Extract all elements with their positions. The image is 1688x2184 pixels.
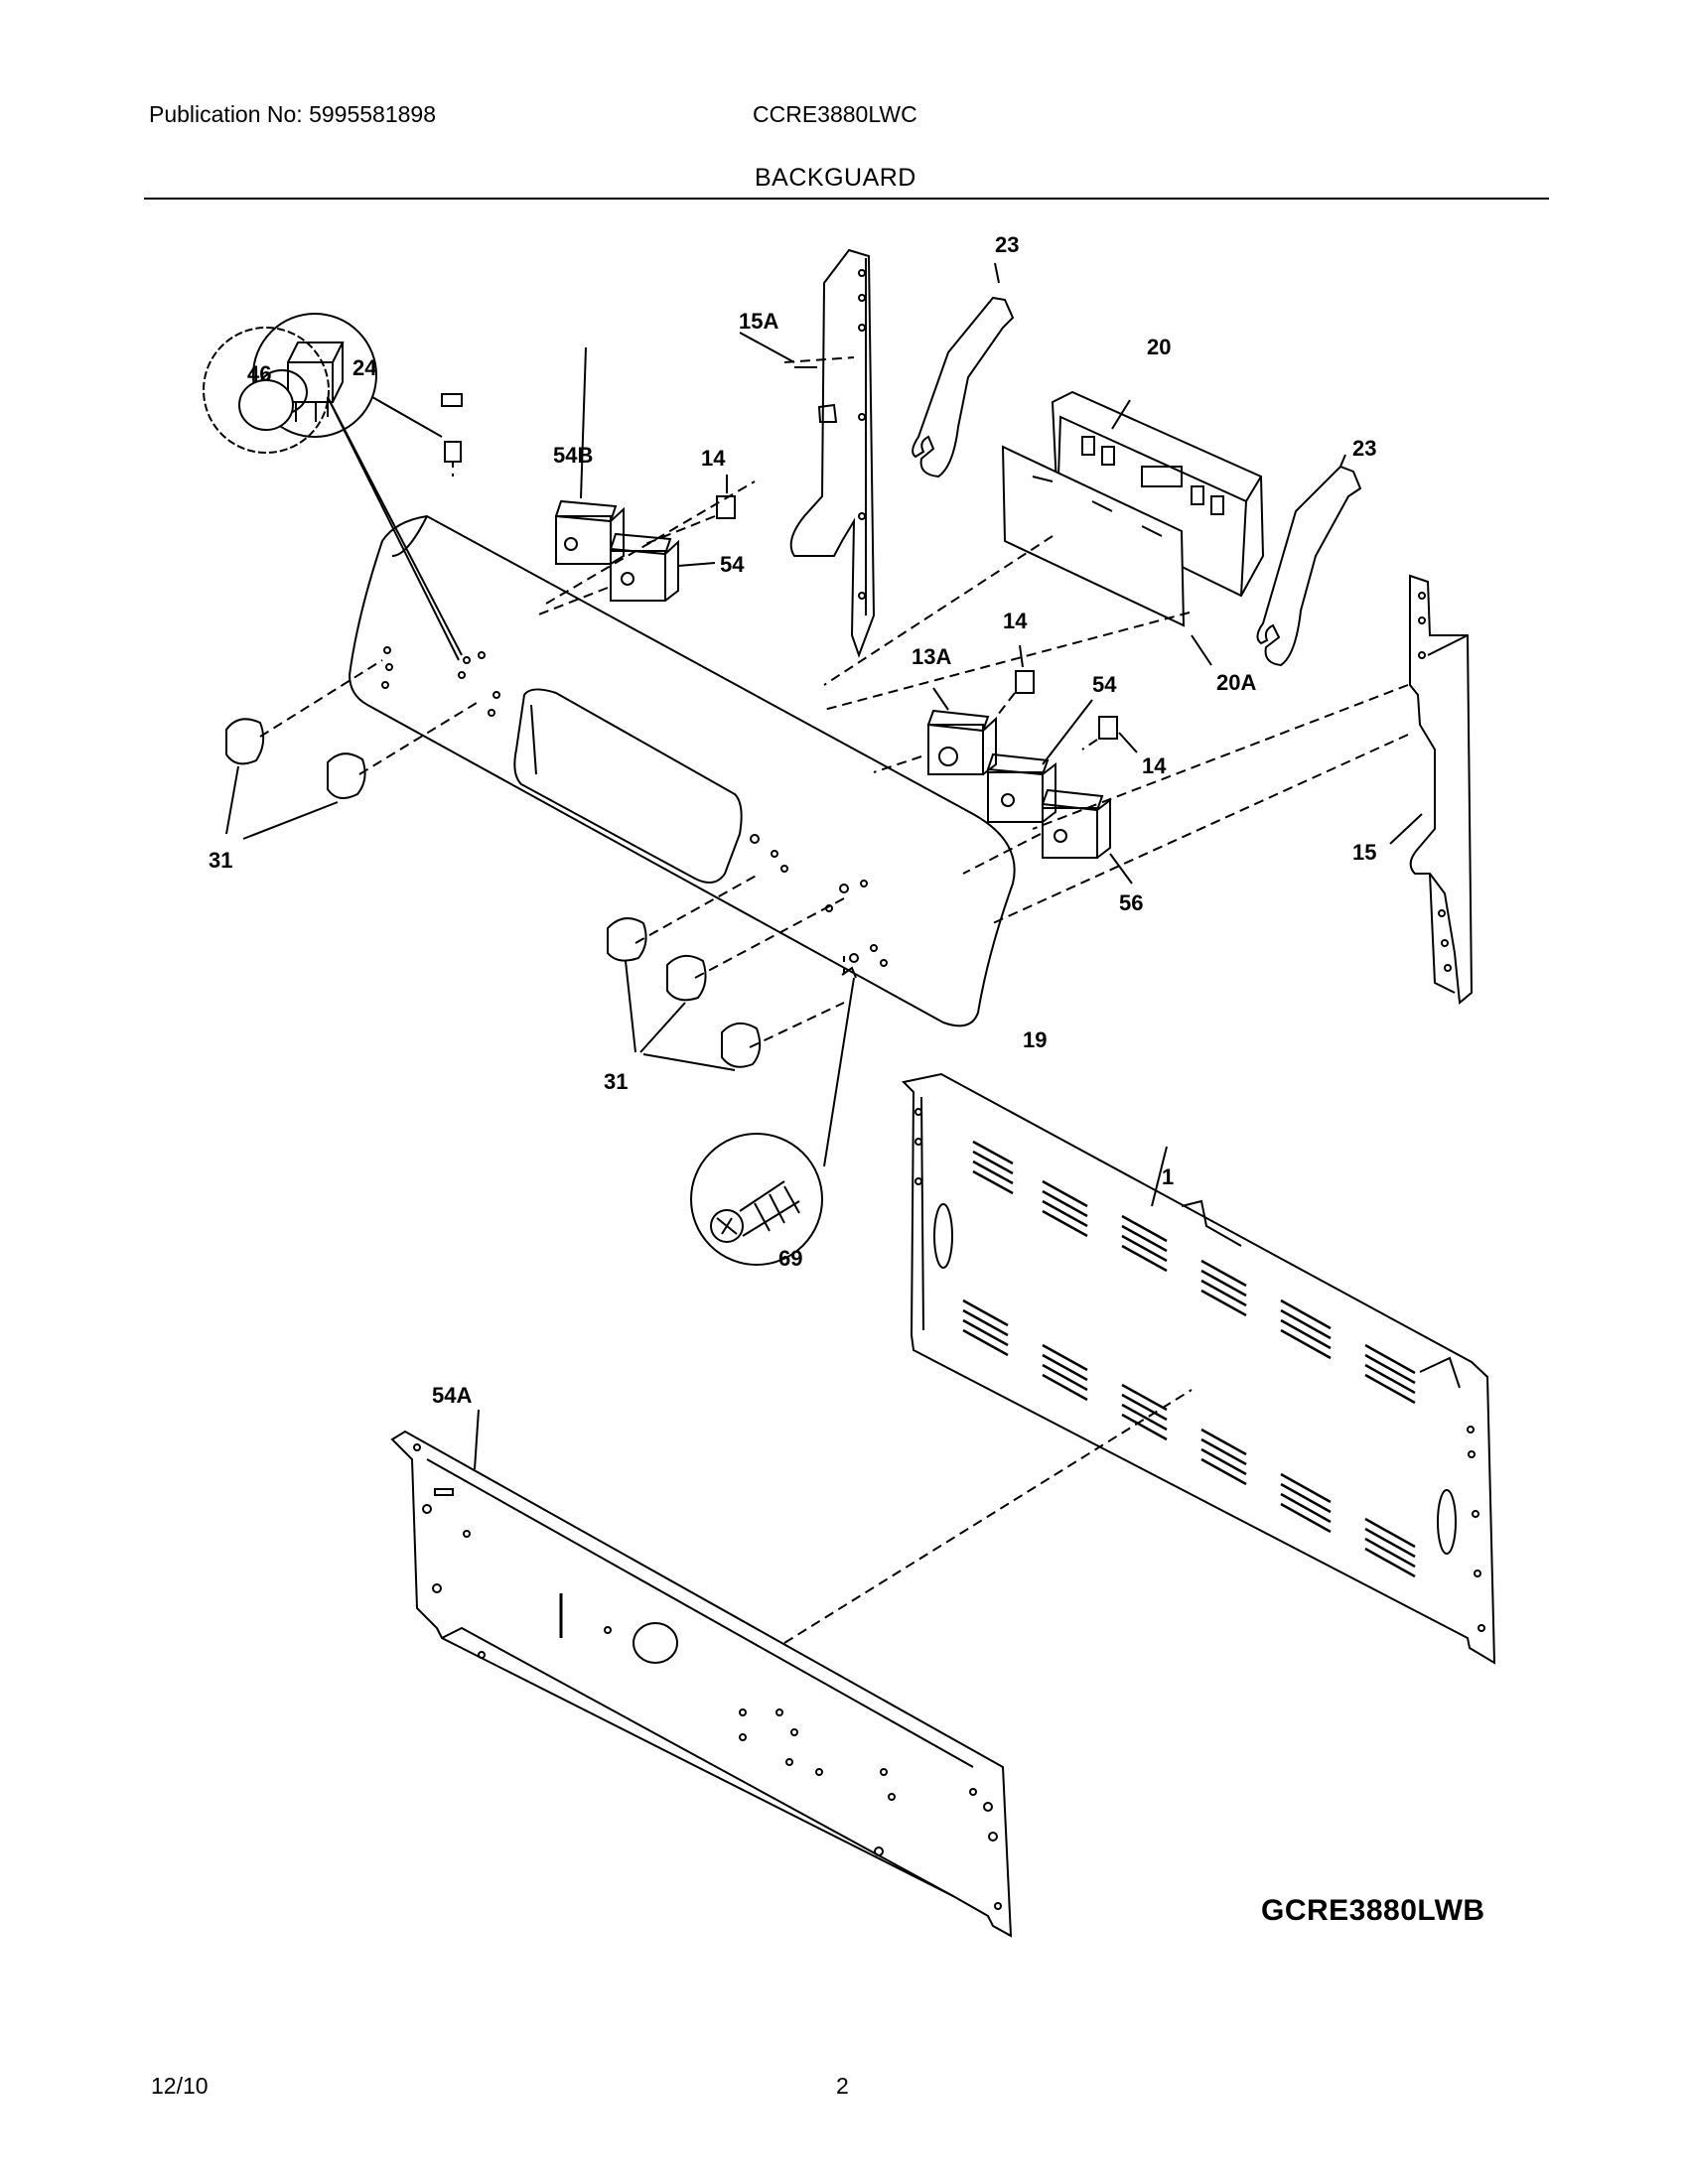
callout-46: 46 (247, 361, 271, 386)
callout-15A: 15A (739, 309, 778, 334)
overlay-part-20A (823, 445, 1212, 686)
switch-part-54A (554, 346, 625, 565)
terminal-block-part-14-right (1081, 716, 1138, 753)
terminal-block-part-14-upper (644, 475, 736, 545)
callout-15: 15 (1352, 840, 1376, 865)
callout-69: 69 (778, 1246, 802, 1271)
callout-20A: 20A (1216, 670, 1256, 695)
callout-54-lower: 54 (1092, 672, 1117, 697)
callout-20: 20 (1147, 335, 1171, 359)
callout-14-right: 14 (1142, 753, 1167, 778)
screw-part-69 (690, 953, 857, 1266)
variant-model-label: GCRE3880LWB (1261, 1894, 1485, 1927)
callout-14-middle: 14 (1003, 609, 1028, 633)
callout-23-right: 23 (1352, 436, 1376, 461)
callout-23-upper: 23 (995, 232, 1019, 257)
header-rule (144, 198, 1549, 200)
terminal-block-part-14-middle (997, 644, 1035, 716)
callout-54A: 54B (553, 443, 593, 468)
bracket-part-23-right (1256, 454, 1362, 667)
callout-31-lower: 31 (604, 1069, 628, 1094)
knobs-part-31-lower (607, 873, 845, 1071)
publication-date: 12/10 (151, 2073, 209, 2099)
switch-part-13A (873, 687, 997, 775)
backguard-panel-part-19 (348, 393, 1016, 1027)
page-number: 2 (836, 2073, 849, 2099)
callout-54B: 56 (1119, 890, 1143, 915)
callout-13A: 13A (912, 644, 951, 669)
knobs-part-31-left (225, 659, 478, 840)
rear-panel-part-1 (901, 1072, 1496, 1665)
bracket-part-23-upper (912, 262, 1015, 478)
switch-part-54-upper (535, 532, 716, 616)
rocker-switch-part-24 (252, 313, 462, 477)
switch-part-54-lower (986, 699, 1093, 823)
switch-part-54B (962, 788, 1133, 885)
callout-31-left: 31 (209, 848, 232, 873)
callout-19: 19 (1023, 1027, 1047, 1052)
callout-1: 1 (1162, 1164, 1174, 1189)
callout-24: 24 (352, 355, 377, 380)
side-trim-part-15 (992, 574, 1474, 1005)
callout-14-upper: 14 (701, 446, 726, 471)
model-number: CCRE3880LWC (753, 101, 917, 127)
knob-part-46 (203, 327, 463, 661)
publication-number: Publication No: 5995581898 (149, 101, 437, 127)
callout-56: 54A (432, 1383, 472, 1408)
side-trim-part-15A (739, 248, 876, 658)
callout-54-upper: 54 (720, 552, 745, 577)
section-title: BACKGUARD (755, 164, 916, 192)
lower-panel-part-56 (390, 1389, 1193, 1938)
